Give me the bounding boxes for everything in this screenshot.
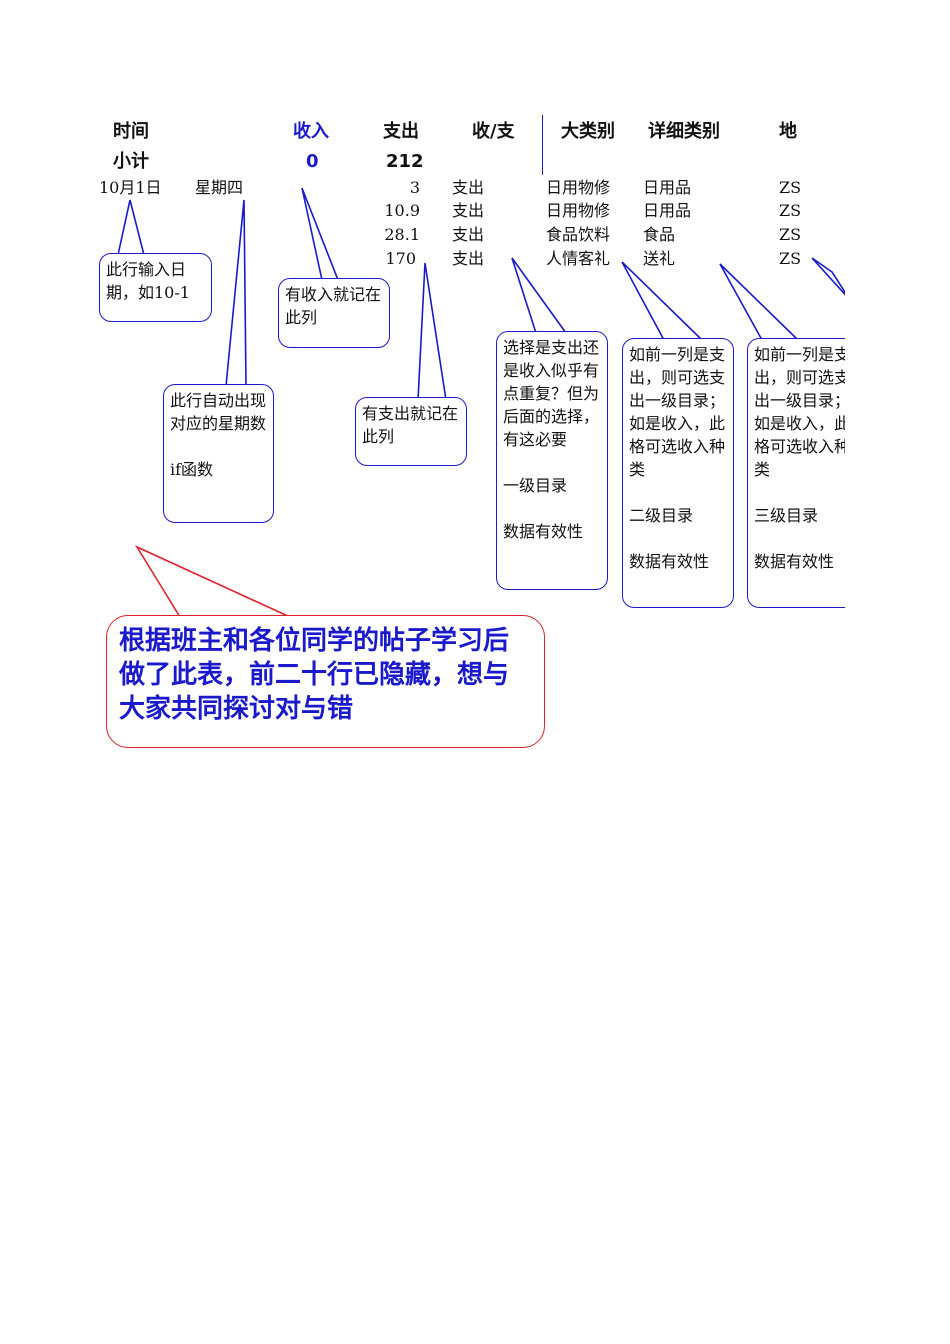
pointer-income-note [301, 187, 340, 281]
row-1-date[interactable]: 10月1日 [99, 178, 162, 197]
row-2-expense[interactable]: 10.9 [384, 201, 420, 220]
sheet-viewport: 时间 收入 支出 收/支 大类别 详细类别 地 小计 0 212 10月1日 星… [99, 115, 845, 748]
row-3-expense[interactable]: 28.1 [384, 225, 420, 244]
row-4-category[interactable]: 人情客礼 [546, 249, 611, 268]
header-expense[interactable]: 支出 [383, 121, 419, 142]
pointer-main-note [134, 545, 291, 618]
row-1-category[interactable]: 日用物修 [546, 178, 611, 197]
header-income[interactable]: 收入 [293, 121, 329, 142]
row-4-place[interactable]: ZS [779, 249, 802, 268]
row-4-expense[interactable]: 170 [385, 249, 416, 268]
row-3-in-out[interactable]: 支出 [452, 225, 485, 244]
header-in-out[interactable]: 收/支 [472, 121, 515, 142]
row-2-in-out[interactable]: 支出 [452, 201, 485, 220]
row-1-in-out[interactable]: 支出 [452, 178, 485, 197]
note-in-out-select: 选择是支出还是收入似乎有点重复？但为后面的选择，有这必要 一级目录 数据有效性 [496, 331, 608, 590]
header-time[interactable]: 时间 [113, 121, 149, 142]
header-category[interactable]: 大类别 [561, 121, 615, 142]
pointer-place-note [811, 257, 845, 296]
note-category-select: 如前一列是支出，则可选支出一级目录；如是收入，此格可选收入种类 二级目录 数据有… [622, 338, 734, 608]
pointer-date-note [117, 199, 146, 256]
subtotal-label[interactable]: 小计 [113, 151, 149, 172]
header-subcategory[interactable]: 详细类别 [648, 121, 720, 142]
row-4-in-out[interactable]: 支出 [452, 249, 485, 268]
column-divider [542, 115, 543, 175]
row-1-weekday[interactable]: 星期四 [195, 178, 244, 197]
row-2-place[interactable]: ZS [779, 201, 802, 220]
note-expense-column: 有支出就记在此列 [355, 397, 467, 466]
row-4-subcategory[interactable]: 送礼 [643, 249, 676, 268]
note-weekday-auto: 此行自动出现对应的星期数 if函数 [163, 384, 274, 523]
note-income-column: 有收入就记在此列 [278, 278, 390, 348]
pointer-weekday-note [225, 199, 247, 387]
note-date-input: 此行输入日期，如10-1 [99, 253, 212, 322]
subtotal-income[interactable]: 0 [306, 151, 319, 172]
note-subcategory-select: 如前一列是支出，则可选支出一级目录；如是收入，此格可选收入种类 三级目录 数据有… [747, 338, 845, 608]
callout-pointers [117, 187, 845, 618]
row-1-expense[interactable]: 3 [409, 178, 420, 197]
pointer-in-out-note [511, 257, 568, 334]
row-3-subcategory[interactable]: 食品 [643, 225, 676, 244]
row-1-place[interactable]: ZS [779, 178, 802, 197]
row-2-subcategory[interactable]: 日用品 [643, 201, 692, 220]
row-3-category[interactable]: 食品饮料 [546, 225, 611, 244]
pointer-subcategory-note [719, 263, 800, 341]
subtotal-expense[interactable]: 212 [386, 151, 424, 172]
note-main-remark: 根据班主和各位同学的帖子学习后做了此表，前二十行已隐藏，想与大家共同探讨对与错 [106, 615, 545, 748]
row-3-place[interactable]: ZS [779, 225, 802, 244]
header-place[interactable]: 地 [779, 121, 797, 142]
row-1-subcategory[interactable]: 日用品 [643, 178, 692, 197]
pointer-expense-note [417, 262, 447, 401]
row-2-category[interactable]: 日用物修 [546, 201, 611, 220]
pointer-category-note [621, 261, 704, 341]
